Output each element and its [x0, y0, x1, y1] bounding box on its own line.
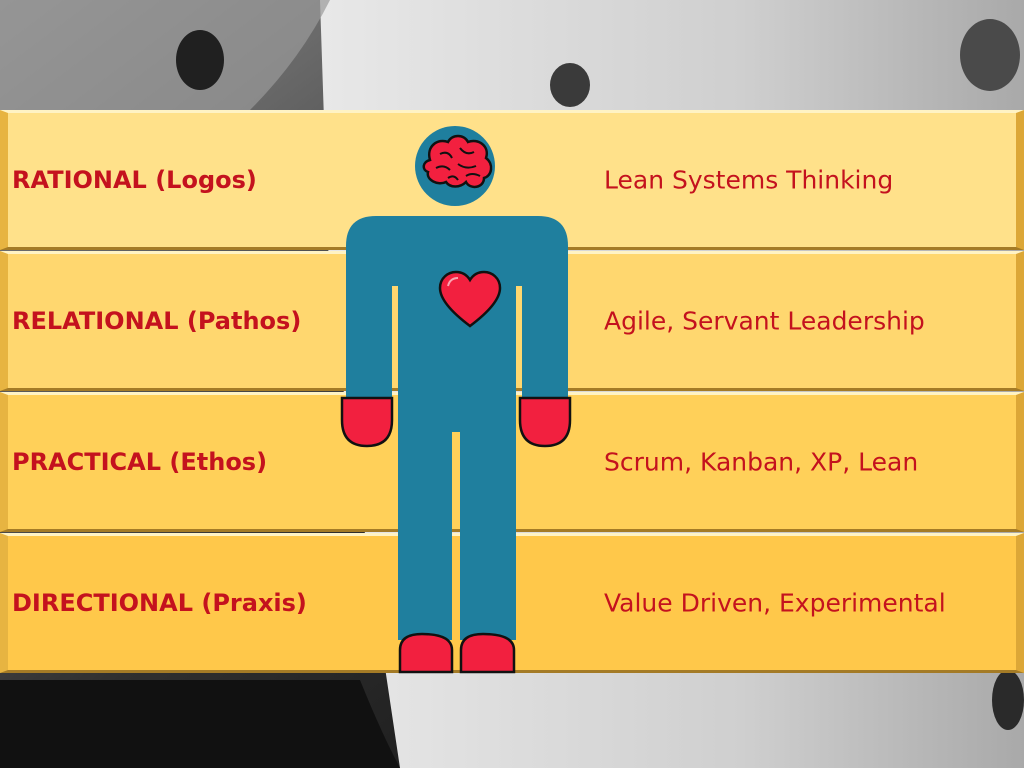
band-description: Value Driven, Experimental — [604, 588, 946, 618]
brain-icon — [422, 134, 493, 189]
human-figure — [340, 126, 572, 674]
band-label: DIRECTIONAL (Praxis) — [12, 589, 307, 617]
heart-icon — [438, 270, 502, 328]
right-foot — [459, 632, 516, 674]
band-description: Scrum, Kanban, XP, Lean — [604, 447, 919, 477]
left-hand — [340, 396, 394, 448]
band-label: PRACTICAL (Ethos) — [12, 448, 268, 476]
band-label: RELATIONAL (Pathos) — [12, 307, 302, 335]
right-hand — [518, 396, 572, 448]
torso — [346, 216, 568, 640]
band-description: Lean Systems Thinking — [604, 165, 894, 195]
left-foot — [398, 632, 454, 674]
band-label: RATIONAL (Logos) — [12, 166, 257, 194]
band-description: Agile, Servant Leadership — [604, 306, 925, 336]
